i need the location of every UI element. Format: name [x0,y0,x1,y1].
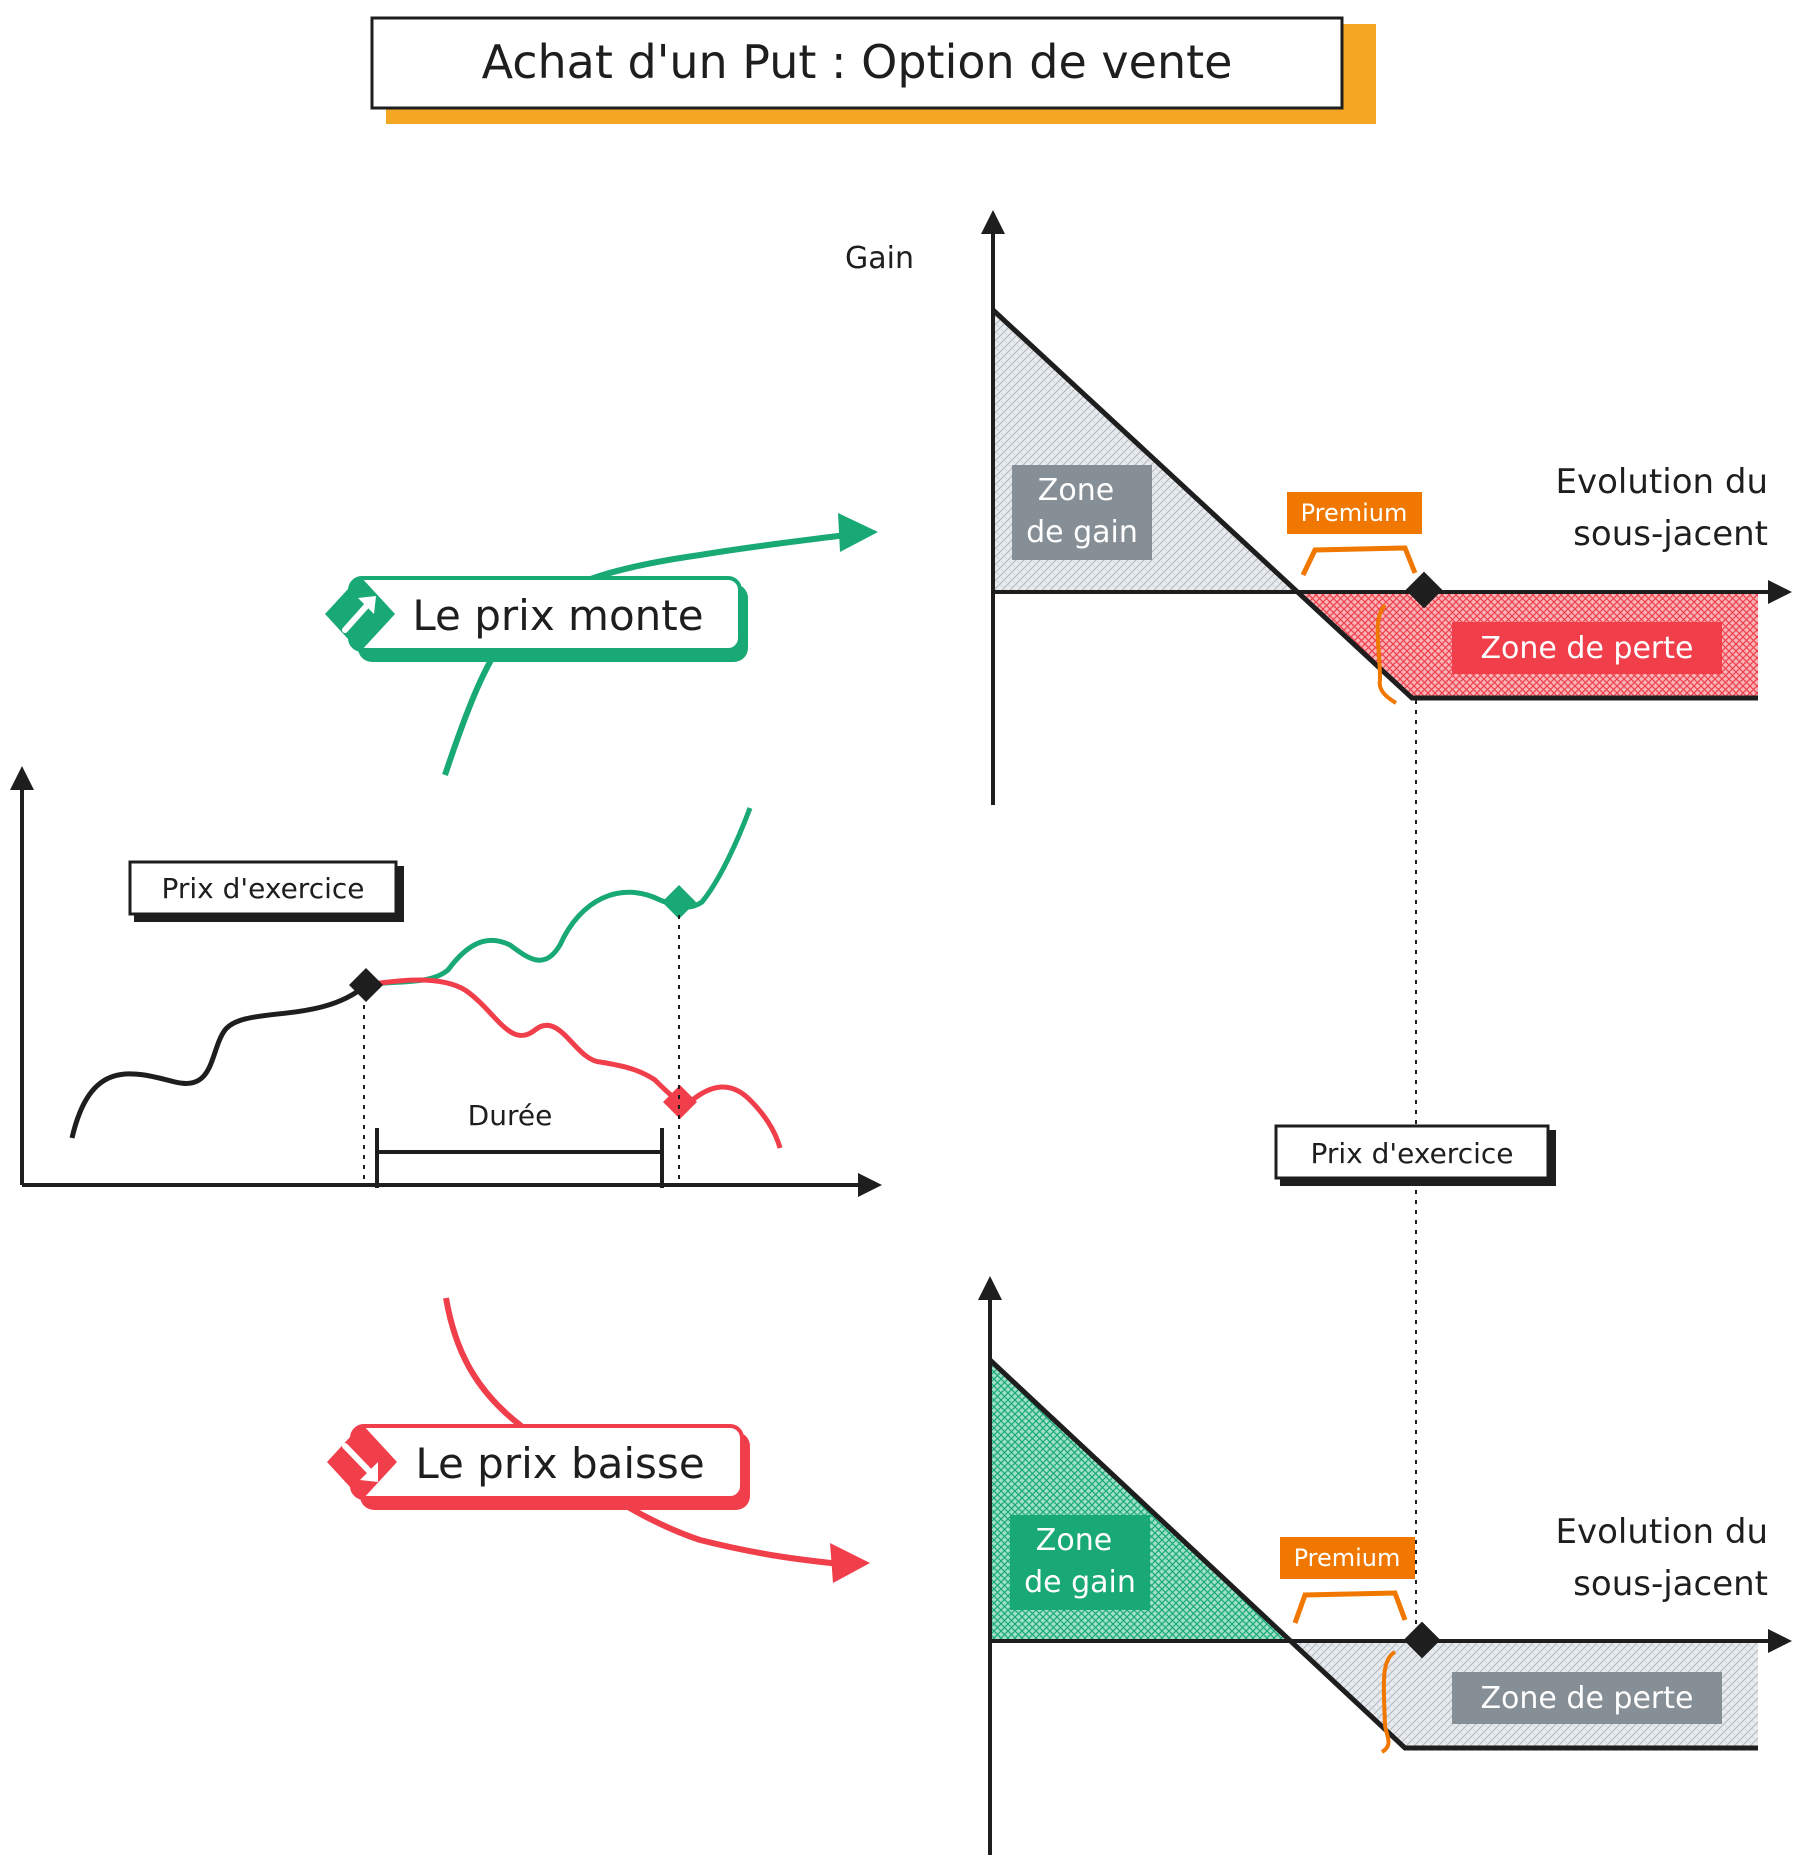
left-price-chart: Durée Prix d'exercice [10,766,882,1197]
top-payoff-chart: Gain Evolution du sous-jacent Zone de ga… [845,210,1792,805]
strike-label-right: Prix d'exercice [1274,1124,1556,1186]
bottom-premium-label: Premium [1294,1544,1401,1572]
top-y-axis-label: Gain [845,241,914,276]
strike-label-left-text: Prix d'exercice [162,872,365,905]
strike-label-left-frame [128,860,398,916]
top-premium-label: Premium [1301,499,1408,527]
bottom-payoff-line [988,1358,1758,1751]
top-gain-zone-label-2: de gain [1026,515,1138,550]
top-premium-box [1287,492,1422,534]
arrow-up-right-icon [342,596,376,633]
title-box: Achat d'un Put : Option de vente [370,16,1376,124]
top-strike-marker [1405,571,1443,609]
scenario-down-label: Le prix baisse [415,1439,704,1488]
top-loss-zone-box [1452,622,1722,674]
price-path-down [365,977,783,1149]
bottom-x-axis-label-1: Evolution du [1556,1512,1768,1552]
bottom-premium-bracket-vertical [1380,1650,1397,1754]
scenario-down: Le prix baisse [327,1297,870,1583]
bottom-payoff-chart: Evolution du sous-jacent Zone de gain Zo… [978,1276,1792,1855]
title-frame [370,16,1344,110]
scenario-up: Le prix monte [325,513,878,776]
price-path-up [365,807,753,988]
scenario-up-label: Le prix monte [412,591,703,640]
scenario-down-arrowhead [830,1543,870,1583]
top-gain-zone-box [1012,465,1152,560]
down-expiry-marker [663,1085,697,1119]
bottom-gain-zone-label-2: de gain [1024,1565,1136,1600]
scenario-up-arrowhead [838,513,878,552]
page-title: Achat d'un Put : Option de vente [482,35,1233,89]
bottom-premium-box [1280,1537,1415,1579]
up-expiry-marker [662,885,696,919]
top-premium-bracket [1300,545,1418,577]
bottom-premium-bracket [1292,1590,1408,1624]
arrow-down-right-icon [342,1443,378,1482]
strike-label-right-text: Prix d'exercice [1311,1137,1514,1170]
strike-label-right-frame [1274,1124,1550,1180]
bottom-strike-marker [1403,1621,1441,1659]
duration-label: Durée [468,1099,553,1132]
bottom-loss-zone-label: Zone de perte [1480,1681,1693,1716]
top-premium-bracket-vertical [1375,603,1398,705]
top-loss-zone-label: Zone de perte [1480,631,1693,666]
price-path-history [69,983,368,1139]
bottom-loss-zone-box [1452,1672,1722,1724]
left-strike-marker [349,968,383,1002]
top-x-axis-label-1: Evolution du [1556,462,1768,502]
top-x-axis-label-2: sous-jacent [1573,514,1768,554]
top-gain-zone-label-1: Zone [1038,473,1114,508]
bottom-x-axis-label-2: sous-jacent [1573,1564,1768,1604]
bottom-gain-zone-box [1010,1515,1150,1610]
bottom-gain-zone-label-1: Zone [1036,1523,1112,1558]
top-payoff-line [991,308,1758,701]
